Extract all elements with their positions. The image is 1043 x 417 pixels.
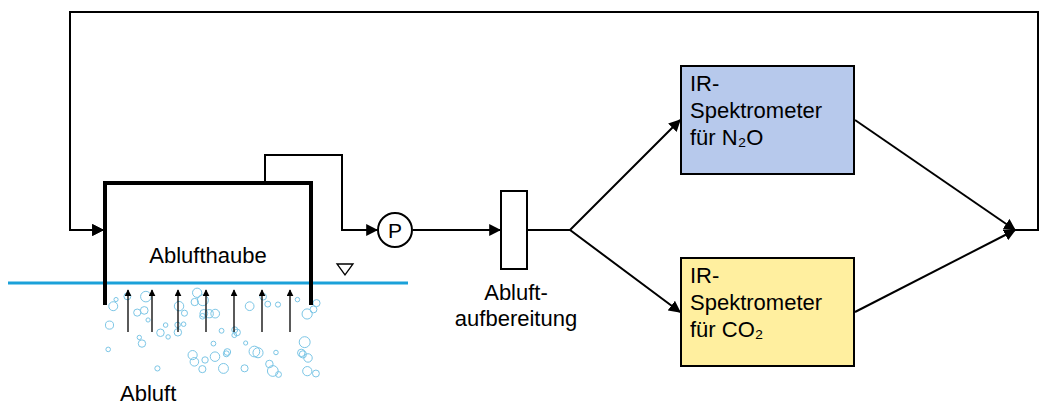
flow-connector bbox=[265, 155, 377, 230]
node-label: Ablufthaube bbox=[149, 243, 266, 269]
water-level-symbol bbox=[337, 264, 353, 275]
node-label: IR- Spektrometer für CO₂ bbox=[690, 263, 840, 343]
treatment-label: Abluft- aufbereitung bbox=[441, 280, 591, 333]
flow-connector bbox=[70, 12, 1038, 312]
flow-connector bbox=[528, 120, 680, 230]
flow-connector bbox=[528, 230, 680, 312]
air-bubbles bbox=[105, 288, 320, 377]
flow-connector bbox=[413, 230, 500, 231]
rising-air-arrows bbox=[128, 290, 290, 332]
node-label: IR- Spektrometer für N₂O bbox=[690, 71, 840, 151]
pump-circle: P bbox=[377, 212, 413, 248]
pump-label: P bbox=[388, 220, 402, 241]
water-surface bbox=[8, 282, 408, 285]
spectrometer-box: IR- Spektrometer für CO₂ bbox=[680, 257, 855, 367]
flow-connector bbox=[70, 12, 1038, 230]
air-label: Abluft bbox=[120, 381, 176, 407]
exhaust-hood: Ablufthaube bbox=[103, 181, 313, 305]
spectrometer-box: IR- Spektrometer für N₂O bbox=[680, 65, 855, 175]
treatment-box: Abluft- aufbereitung bbox=[500, 190, 528, 270]
